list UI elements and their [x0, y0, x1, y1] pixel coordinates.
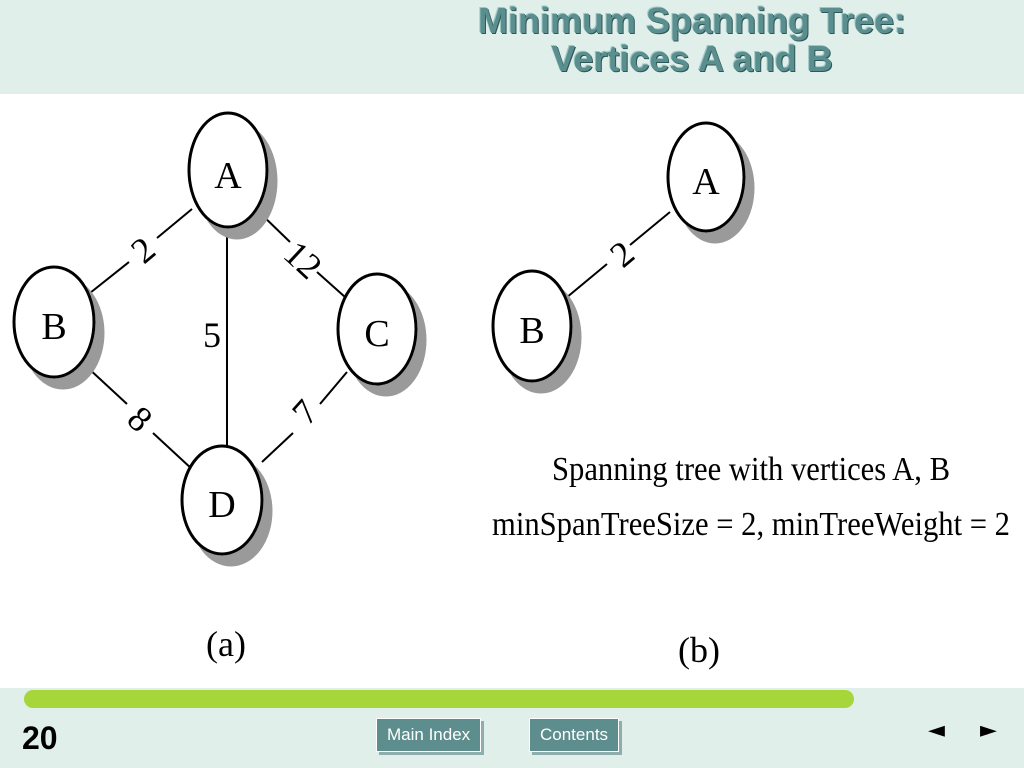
edge-a-c	[258, 211, 291, 243]
edge-c-d	[261, 432, 294, 463]
slide-content: 2 12 5 8 7 A B C D (a)	[0, 94, 1024, 688]
node-d: D	[180, 444, 264, 556]
edge-c-d-2	[319, 371, 348, 405]
edge-b-d-2	[152, 432, 194, 471]
slide-title: Minimum Spanning Tree: Vertices A and B	[392, 2, 992, 78]
title-line-1: Minimum Spanning Tree:	[477, 0, 907, 41]
weight-cd: 7	[284, 392, 326, 432]
graph-a-nodes: A B C D	[12, 111, 418, 556]
page-number: 20	[22, 720, 58, 756]
graph-a-edges	[86, 208, 348, 471]
node-a-label: A	[214, 155, 242, 197]
weight-ac: 12	[276, 233, 330, 287]
slide-footer: 20 Main Index Contents ◄ ►	[0, 688, 1024, 768]
graphs-figure: 2 12 5 8 7 A B C D (a)	[12, 111, 1010, 670]
node-c: C	[336, 272, 418, 386]
graph-b-node-a-label: A	[692, 161, 720, 203]
title-line-2: Vertices A and B	[551, 38, 833, 79]
node-d-label: D	[208, 484, 235, 526]
edge-a-b	[89, 261, 130, 294]
node-a: A	[187, 111, 269, 229]
edge-b-a	[565, 263, 608, 299]
graph-a-caption: (a)	[206, 624, 246, 664]
next-arrow-icon[interactable]: ►	[980, 718, 997, 743]
graph-b-node-b: B	[491, 269, 573, 383]
node-c-label: C	[364, 313, 389, 355]
graph-b-description-2: minSpanTreeSize = 2, minTreeWeight = 2	[492, 506, 1010, 543]
graph-a-weights: 2 12 5 8 7	[120, 229, 330, 440]
graph-b-edges	[565, 211, 671, 299]
graph-b-caption: (b)	[678, 630, 720, 670]
contents-button[interactable]: Contents	[529, 718, 620, 752]
weight-ad: 5	[203, 315, 221, 355]
graph-b-node-a: A	[666, 121, 746, 233]
edge-a-c-2	[316, 271, 346, 298]
weight-ab: 2	[123, 229, 163, 271]
edge-b-d	[86, 366, 128, 405]
graph-b-description-1: Spanning tree with vertices A, B	[552, 451, 950, 488]
prev-arrow-icon[interactable]: ◄	[928, 718, 945, 743]
progress-bar	[24, 690, 854, 708]
node-b: B	[12, 265, 96, 379]
graph-b-node-b-label: B	[519, 310, 544, 352]
graph-b-nodes: A B	[491, 121, 746, 383]
edge-b-a-2	[629, 211, 671, 246]
slide-header: Minimum Spanning Tree: Vertices A and B	[0, 0, 1024, 94]
edge-a-b-2	[156, 208, 193, 239]
node-b-label: B	[41, 306, 66, 348]
main-index-button[interactable]: Main Index	[376, 718, 482, 752]
